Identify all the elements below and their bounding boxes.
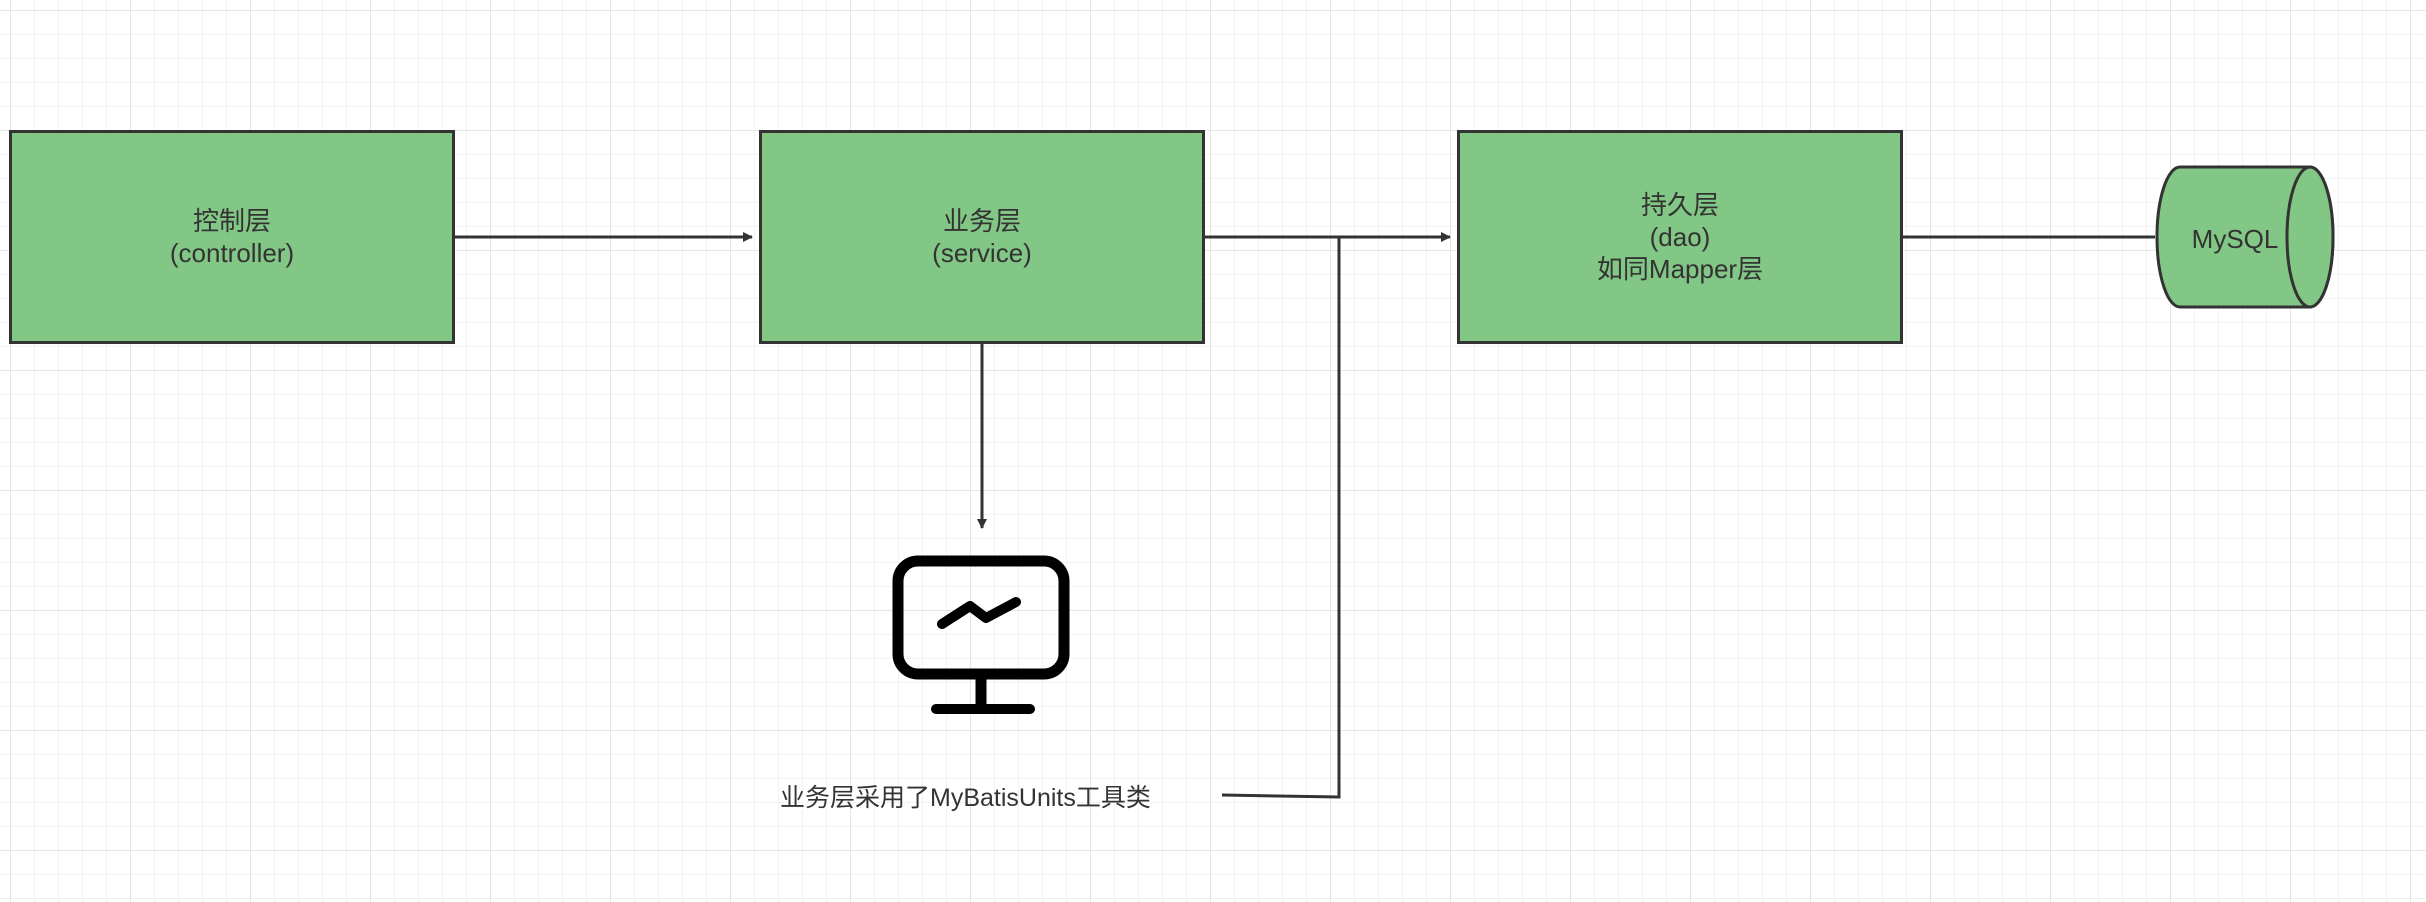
dao-layer-note: 如同Mapper层 bbox=[1596, 254, 1764, 284]
service-layer-title: 业务层 bbox=[942, 206, 1021, 236]
dao-layer-title: 持久层 bbox=[1640, 190, 1719, 220]
controller-layer-title: 控制层 bbox=[192, 206, 271, 236]
mysql-label: MySQL bbox=[2191, 224, 2279, 254]
utility-note: 业务层采用了MyBatisUnits工具类 bbox=[780, 784, 1151, 812]
monitor-chart-icon bbox=[892, 555, 1070, 714]
service-layer-node[interactable]: 业务层 (service) bbox=[759, 130, 1205, 344]
controller-layer-subtitle: (controller) bbox=[169, 238, 295, 268]
dao-layer-subtitle: (dao) bbox=[1649, 222, 1711, 252]
edge-note-connector bbox=[1221, 237, 1341, 799]
mysql-database-icon bbox=[2155, 165, 2335, 309]
controller-layer-node[interactable]: 控制层 (controller) bbox=[9, 130, 455, 344]
dao-layer-node[interactable]: 持久层 (dao) 如同Mapper层 bbox=[1457, 130, 1903, 344]
service-layer-subtitle: (service) bbox=[932, 238, 1032, 268]
